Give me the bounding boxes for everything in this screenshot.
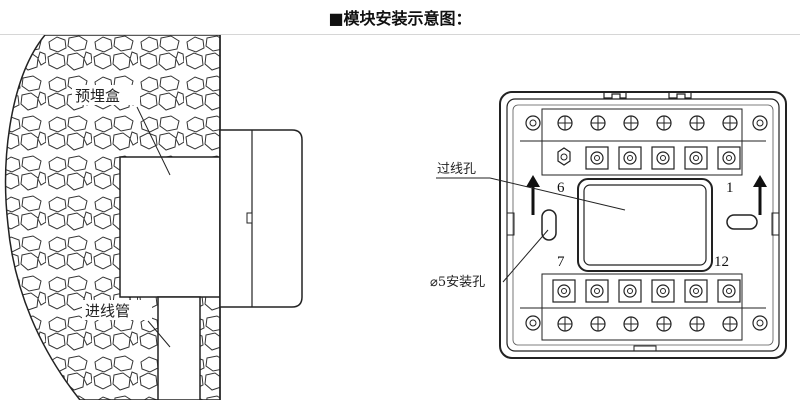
terminal-label-6: 6 <box>557 180 565 196</box>
terminal-label-7: 7 <box>557 254 565 270</box>
module-front-view: 6 1 7 12 <box>430 91 787 359</box>
installation-diagram: 预埋盒 进线管 <box>4 35 787 400</box>
up-arrow-icon <box>753 175 767 215</box>
terminal-label-12: 12 <box>714 254 729 270</box>
label-embedded-box: 预埋盒 <box>75 87 120 105</box>
page-title: ■模块安装示意图： <box>328 9 472 28</box>
terminal-label-1: 1 <box>726 180 734 196</box>
mount-slot-vertical <box>541 209 557 241</box>
embedded-box <box>119 156 221 298</box>
label-conduit: 进线管 <box>85 302 130 320</box>
conduit-pipe <box>157 296 201 400</box>
wire-pass-hole <box>577 178 713 272</box>
label-wire-pass-hole: 过线孔 <box>437 162 476 177</box>
bottom-terminals <box>552 279 741 303</box>
top-screw-row <box>557 115 738 131</box>
wall-section: 预埋盒 进线管 <box>4 35 303 400</box>
top-terminals <box>557 146 741 170</box>
module-side-view <box>219 129 303 308</box>
title-bar: ■模块安装示意图： <box>0 0 800 35</box>
mount-slot-horizontal <box>726 214 758 230</box>
label-mount-hole: ⌀5安装孔 <box>430 275 485 290</box>
bottom-screw-row <box>557 316 738 332</box>
